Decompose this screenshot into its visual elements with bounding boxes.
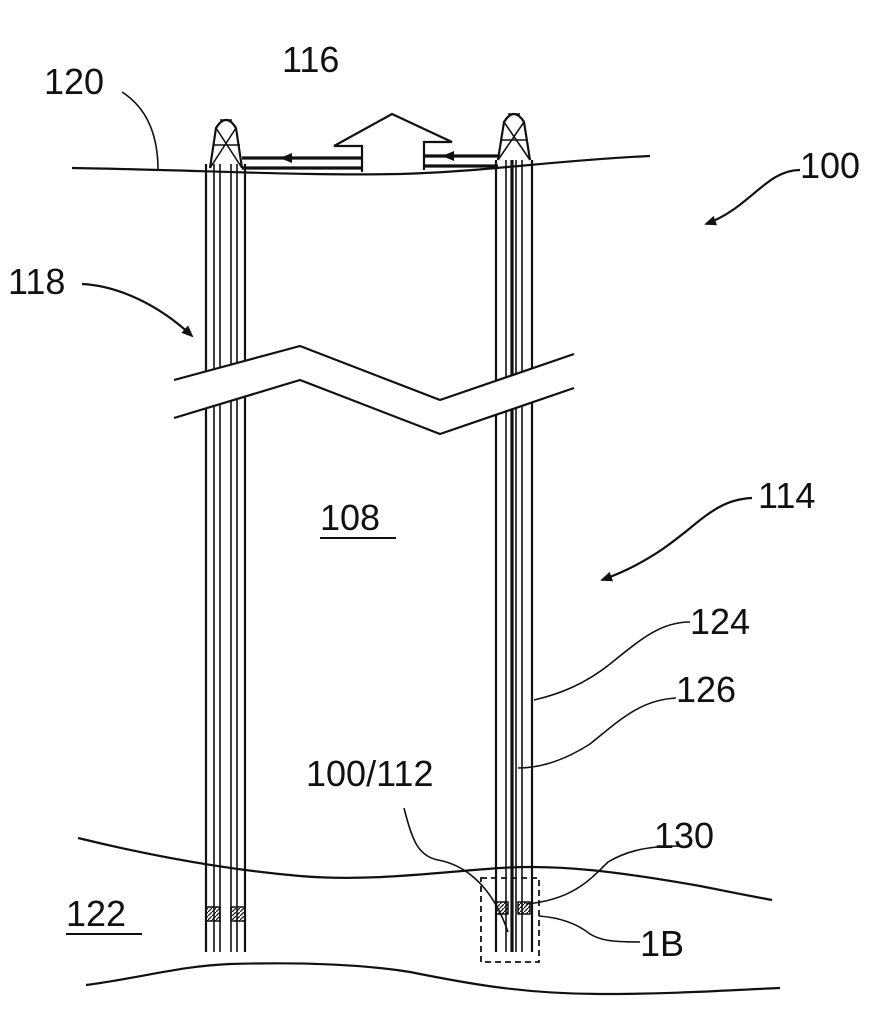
outlet-arrow [334,114,452,172]
label-122: 122 [66,893,126,934]
label-126: 126 [676,669,736,710]
left-packer-icon [231,907,245,921]
detail-box-1b [481,878,539,962]
leader-114 [602,498,752,580]
leader-100-112 [404,808,508,932]
label-114: 114 [758,475,815,516]
break-band [174,346,574,434]
leader-1b [539,916,640,942]
left-packer-icon [206,907,220,921]
left-derrick-icon [210,120,242,168]
label-108: 108 [320,497,380,538]
label-120: 120 [44,61,104,102]
label-100-112: 100/112 [306,753,433,794]
label-124: 124 [690,601,750,642]
leader-100 [706,170,800,224]
label-118: 118 [8,261,65,302]
surface-flow-pipe [242,156,498,168]
leader-126 [518,698,676,768]
right-derrick-icon [498,114,530,160]
leader-118 [82,284,192,336]
leader-124 [534,622,690,700]
reservoir-bottom-line [86,963,780,994]
label-116: 116 [282,39,339,80]
leader-120 [122,92,158,170]
label-1b: 1B [640,923,684,964]
right-wellbore [496,160,532,952]
left-wellbore [206,164,245,952]
label-100: 100 [800,145,860,186]
label-130: 130 [654,815,714,856]
